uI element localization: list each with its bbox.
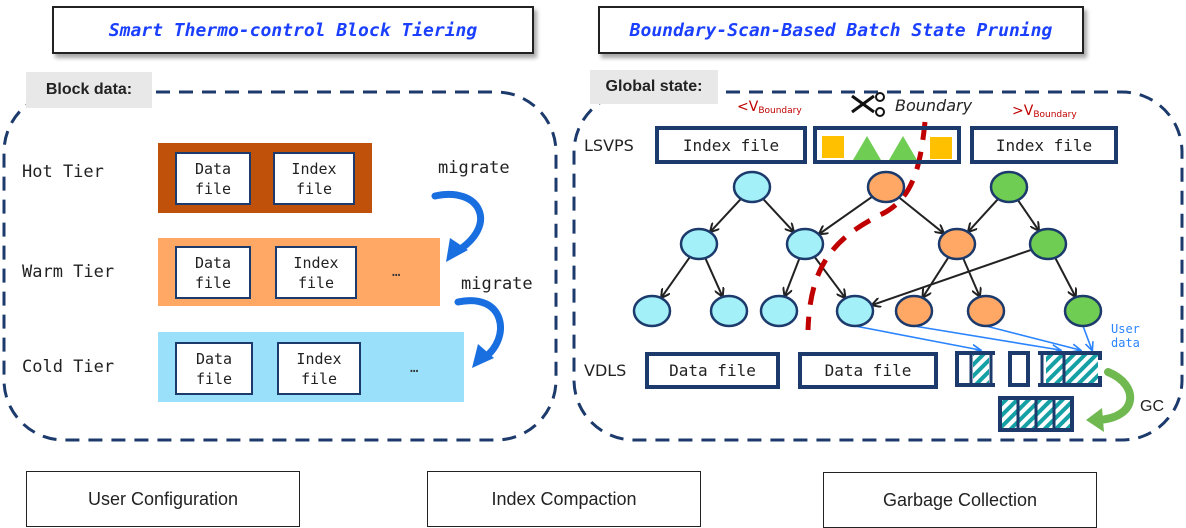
- hot-tier-more: …: [343, 168, 352, 184]
- tree-edge: [762, 198, 793, 232]
- migrate-arrow-2: [454, 297, 504, 362]
- cold-tier-index-file: Index file: [277, 342, 361, 395]
- gc-arrow: [1094, 368, 1135, 424]
- hot-tier-data-file: Data file: [175, 152, 251, 205]
- warm-tier-label: Warm Tier: [22, 262, 115, 282]
- left-panel-border: [2, 90, 558, 442]
- tree-edge: [785, 257, 801, 296]
- lsvps-label: LSVPS: [584, 136, 634, 155]
- user-data-link: [985, 325, 1080, 350]
- less-than-boundary-label: <VBoundary: [737, 99, 802, 116]
- boundary-label: Boundary: [895, 96, 973, 115]
- tree-nodes: [632, 170, 1103, 328]
- vdls-data-file-1: Data file: [645, 352, 780, 389]
- warm-tier-more: …: [392, 264, 401, 280]
- cold-tier-data-file: Data file: [175, 342, 253, 395]
- lsvps-boundary-box: [813, 126, 961, 164]
- less-than-prefix: <V: [737, 99, 759, 115]
- left-panel-title-text: Smart Thermo-control Block Tiering: [108, 19, 478, 41]
- tree-edge: [813, 256, 845, 298]
- boundary-curve: [805, 121, 928, 331]
- tree-node-cyan: [785, 227, 825, 261]
- warm-tier-index-file: Index file: [275, 246, 357, 299]
- migrate-label-1: migrate: [438, 158, 510, 178]
- tree-node-orange: [894, 294, 934, 328]
- tree-node-cyan: [679, 227, 719, 261]
- greater-than-sub: Boundary: [1033, 110, 1077, 120]
- tree-node-orange: [866, 170, 906, 204]
- user-data-label: User data: [1111, 322, 1140, 350]
- user-data-links: [854, 325, 1092, 350]
- vdls-segments: [955, 351, 1102, 387]
- lsvps-index-file-right: Index file: [970, 126, 1118, 164]
- tree-edge: [1017, 199, 1039, 230]
- tree-edge: [704, 257, 722, 296]
- tree-edge: [969, 198, 999, 231]
- right-panel-title-text: Boundary-Scan-Based Batch State Pruning: [629, 19, 1053, 41]
- vdls-data-file-2: Data file: [798, 352, 938, 389]
- garbage-collection-box: Garbage Collection: [823, 472, 1097, 528]
- cold-tier-label: Cold Tier: [22, 357, 115, 377]
- right-panel-title: Boundary-Scan-Based Batch State Pruning: [598, 6, 1084, 54]
- user-data-link: [854, 325, 980, 350]
- tree-node-orange: [937, 227, 977, 261]
- tree-edge: [1054, 257, 1075, 297]
- user-data-link: [1082, 325, 1092, 350]
- tree-node-cyan: [835, 294, 875, 328]
- hot-tier-index-file: Index file: [273, 152, 355, 205]
- greater-than-boundary-label: >VBoundary: [1012, 103, 1077, 120]
- block-data-label-text: Block data:: [45, 81, 133, 98]
- boundary-triangle-2: [889, 136, 917, 160]
- tree-edge: [923, 256, 950, 297]
- boundary-square-2: [930, 137, 952, 159]
- tree-node-cyan: [732, 170, 772, 204]
- tree-edge: [662, 256, 691, 297]
- tree-edge: [711, 198, 742, 232]
- global-state-label: Global state:: [590, 70, 718, 104]
- less-than-sub: Boundary: [758, 106, 802, 116]
- global-state-label-text: Global state:: [605, 78, 703, 95]
- right-panel-border: [572, 90, 1184, 442]
- boundary-square-1: [822, 136, 844, 158]
- tree-node-green: [1028, 227, 1068, 261]
- tree-node-cyan: [759, 294, 799, 328]
- user-data-link: [913, 325, 1060, 350]
- migrate-label-2: migrate: [461, 274, 533, 294]
- tree-node-green: [1063, 294, 1103, 328]
- garbage-collection-text: Garbage Collection: [882, 489, 1038, 510]
- tree-edges: [662, 195, 1076, 305]
- index-compaction-box: Index Compaction: [427, 471, 701, 527]
- hot-tier-label: Hot Tier: [22, 162, 104, 182]
- warm-tier-data-file: Data file: [175, 246, 251, 299]
- tree-node-cyan: [709, 294, 749, 328]
- gc-compacted-block: [998, 396, 1074, 432]
- migrate-arrow-2-head: [472, 344, 494, 368]
- tree-node-green: [989, 170, 1029, 204]
- gc-label: GC: [1140, 398, 1164, 415]
- tree-node-cyan: [632, 294, 672, 328]
- greater-than-prefix: >V: [1012, 103, 1034, 119]
- tree-edge: [898, 196, 943, 233]
- lsvps-index-file-left: Index file: [655, 126, 807, 164]
- scissors-icon: [851, 92, 885, 117]
- cold-tier-more: …: [410, 360, 419, 376]
- migrate-arrow-1-head: [446, 238, 468, 262]
- block-data-label: Block data:: [26, 72, 152, 108]
- tree-edge: [962, 257, 979, 296]
- boundary-triangle-1: [853, 136, 881, 160]
- vdls-label: VDLS: [584, 361, 627, 380]
- tree-edge: [820, 195, 873, 234]
- user-configuration-text: User Configuration: [87, 488, 239, 509]
- index-compaction-text: Index Compaction: [491, 488, 637, 509]
- user-configuration-box: User Configuration: [26, 471, 300, 527]
- tree-edge: [873, 248, 1032, 305]
- migrate-arrow-1: [431, 190, 484, 256]
- left-panel-title: Smart Thermo-control Block Tiering: [52, 6, 534, 54]
- tree-node-orange: [966, 294, 1006, 328]
- gc-arrow-head: [1086, 408, 1104, 432]
